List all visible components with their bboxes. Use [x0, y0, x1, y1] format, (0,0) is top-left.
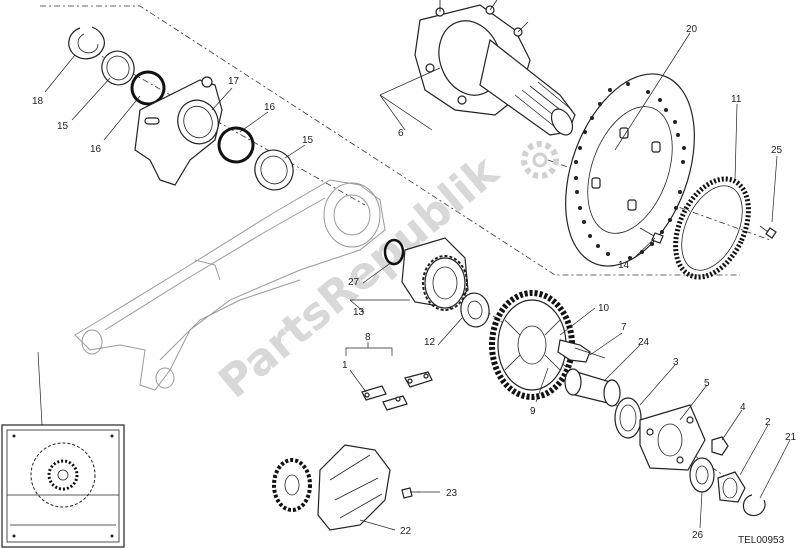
callout-5: 5 [704, 378, 710, 389]
callout-6: 6 [398, 128, 404, 139]
part-caliper-bracket-17 [134, 76, 223, 186]
part-chain-link-8 [404, 371, 433, 388]
part-washer-24 [689, 457, 715, 493]
callout-leader-lines [37, 32, 791, 531]
part-oring-16-right [217, 126, 255, 164]
callout-17: 17 [228, 76, 240, 87]
part-bushing-23 [564, 368, 621, 407]
callout-20: 21 [785, 432, 797, 443]
callout-labels: 18 15 16 17 16 15 6 20 11 25 14 27 13 12… [32, 24, 797, 541]
part-circlip-20 [742, 494, 766, 517]
callout-21: 22 [400, 526, 412, 537]
part-screw-14 [639, 227, 664, 244]
callout-11: 11 [731, 94, 742, 105]
watermark-gear-icon [521, 141, 559, 179]
callout-2: 2 [765, 417, 771, 428]
callout-7: 7 [621, 322, 627, 333]
part-oring-27 [383, 238, 405, 266]
part-brake-disc-19 [565, 73, 695, 267]
part-circlip-18 [68, 26, 105, 60]
part-spacer-ring-15-left [101, 50, 135, 86]
diagram-code: TEL00953 [738, 535, 785, 546]
callout-27: 27 [348, 277, 360, 288]
callout-23: 24 [638, 337, 650, 348]
callout-25: 25 [771, 145, 783, 156]
part-seal-3 [614, 397, 642, 439]
part-nut-4 [711, 436, 729, 456]
callout-3: 3 [673, 357, 679, 368]
callout-15-right: 15 [302, 135, 314, 146]
callout-4: 4 [740, 402, 746, 413]
part-sprocket-carrier-13 [401, 237, 469, 311]
callout-18: 18 [32, 96, 44, 107]
callout-1: 1 [342, 360, 348, 371]
callout-9: 9 [530, 406, 536, 417]
part-spindle-7-9 [557, 339, 606, 363]
part-hub-6 [414, 0, 576, 136]
callout-24: 26 [692, 530, 704, 541]
callout-13: 13 [353, 307, 365, 318]
part-flange-5 [639, 404, 706, 471]
callout-15-left: 15 [57, 121, 69, 132]
part-sprocket-cover-21 [317, 444, 391, 531]
swingarm-outline [74, 179, 386, 391]
part-nut-2 [717, 471, 746, 503]
callout-16-left: 16 [90, 144, 102, 155]
part-chain-link-1 [361, 385, 408, 411]
part-screw-22 [401, 487, 420, 499]
part-screw-25 [759, 225, 777, 239]
callout-8: 8 [365, 332, 371, 343]
part-spacer-ring-15-right [254, 149, 294, 191]
part-tone-ring-11 [673, 176, 751, 280]
callout-12: 12 [424, 337, 436, 348]
callout-16-right: 16 [264, 102, 276, 113]
callout-14: 14 [618, 260, 630, 271]
part-front-sprocket [272, 458, 312, 512]
callout-22: 23 [446, 488, 458, 499]
callout-10: 10 [598, 303, 610, 314]
callout-19: 20 [686, 24, 698, 35]
detail-box-26 [1, 424, 125, 548]
part-washer-12 [460, 292, 490, 328]
